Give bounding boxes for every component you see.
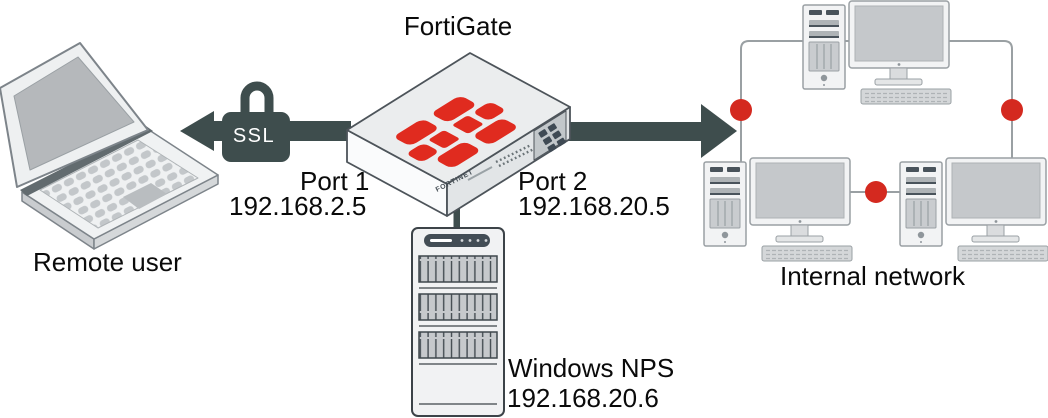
arrow-to-internal-shaft — [558, 122, 703, 141]
port2-name: Port 2 — [518, 166, 588, 196]
remote-user-label: Remote user — [33, 247, 182, 277]
arrow-to-internal-head — [701, 104, 737, 158]
node-dot — [1001, 99, 1023, 121]
fortigate-nps-link — [453, 194, 460, 232]
server-top-bar — [424, 234, 490, 247]
ssl-label: SSL — [233, 125, 275, 147]
arrow-to-remote-user-head — [180, 111, 214, 151]
port1-name: Port 1 — [300, 166, 370, 196]
fortinet-logo — [396, 97, 516, 167]
network-node-dots — [730, 99, 1023, 203]
port-panel — [533, 110, 567, 161]
nps-server-ip: 192.168.20.6 — [507, 383, 659, 413]
desktop-computer-icon — [899, 157, 1048, 262]
server-vent — [418, 331, 498, 359]
fortigate-device-icon: FORTINET — [346, 52, 571, 217]
server-vent — [418, 255, 498, 283]
desktop-computer-icon — [802, 0, 952, 105]
desktop-computer-icon — [703, 157, 853, 262]
laptop-icon — [0, 42, 219, 250]
node-dot — [865, 181, 887, 203]
model-text-mark — [467, 166, 493, 181]
port1-ip: 192.168.2.5 — [229, 191, 367, 221]
internal-network-label: Internal network — [780, 261, 965, 291]
ethernet-ports — [538, 123, 566, 153]
nps-server-icon — [411, 227, 505, 417]
node-dot — [730, 99, 752, 121]
nps-server-name: Windows NPS — [508, 353, 675, 383]
port2-ip: 192.168.20.5 — [518, 191, 670, 221]
vent-dots — [495, 143, 535, 168]
arrow-lock-to-fortigate-shaft — [284, 121, 351, 141]
fortigate-title: FortiGate — [403, 11, 513, 41]
ssl-lock-icon: SSL — [222, 81, 290, 162]
server-vent — [418, 293, 498, 321]
